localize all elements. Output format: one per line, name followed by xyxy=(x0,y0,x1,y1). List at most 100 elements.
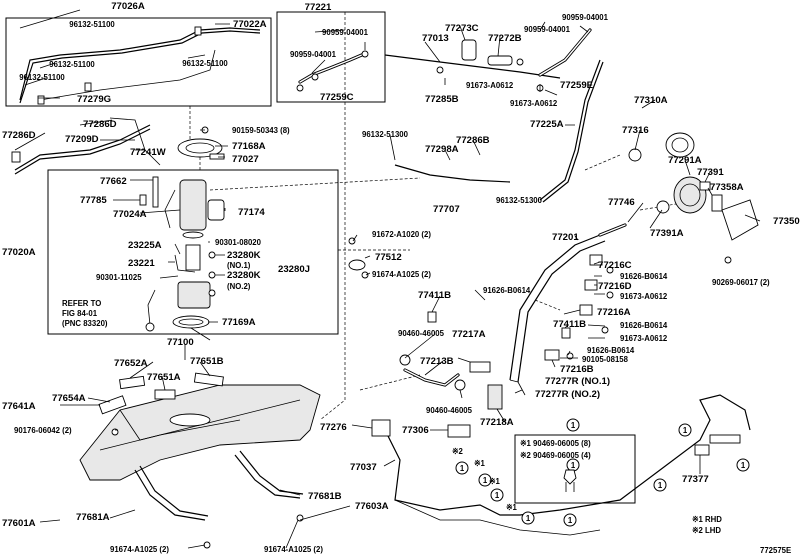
label-77225A: 77225A xyxy=(530,119,564,130)
filler-hose-77746 xyxy=(599,224,626,236)
cable-77037 xyxy=(394,499,601,536)
label-77216B: 77216B xyxy=(560,364,594,375)
clamp xyxy=(84,82,92,92)
label-77681A: 77681A xyxy=(76,512,110,523)
label-77100: 77100 xyxy=(167,337,194,348)
rod-77662 xyxy=(152,176,159,208)
pump-23221 xyxy=(185,244,201,271)
label-77213B: 77213B xyxy=(420,356,454,367)
label-90176-06042: 90176-06042 (2) xyxy=(14,426,72,435)
label-91672-A1020: 91672-A1020 (2) xyxy=(372,230,431,239)
pipe-77241W xyxy=(109,117,161,166)
label-91673-A0612: 91673-A0612 xyxy=(620,334,668,343)
label-77221: 77221 xyxy=(305,2,332,13)
cap-inner xyxy=(671,137,689,153)
label-77277R-no2: 77277R (NO.2) xyxy=(535,389,600,400)
label-23280J: 23280J xyxy=(278,264,310,275)
tube-77218A xyxy=(487,384,503,410)
clamp xyxy=(11,151,21,163)
callout-circle: 1 xyxy=(566,458,580,472)
label-90959-04001: 90959-04001 xyxy=(290,50,337,59)
label-96132-51100: 96132-51100 xyxy=(69,20,115,29)
callout-number: 1 xyxy=(571,461,576,470)
label-77310A: 77310A xyxy=(634,95,668,106)
callout-number: 1 xyxy=(683,426,688,435)
label-90959-04001: 90959-04001 xyxy=(322,28,369,37)
leader xyxy=(14,119,228,158)
vent-pipe xyxy=(39,49,216,101)
box-77020A xyxy=(47,169,339,335)
clip xyxy=(606,291,614,299)
clip xyxy=(311,73,319,81)
lid-77350 xyxy=(721,199,759,241)
label-77411B: 77411B xyxy=(553,319,586,330)
cable-77037 xyxy=(379,394,751,516)
label-77020A: 77020A xyxy=(2,247,36,258)
label-90301-11025: 90301-11025 xyxy=(96,273,142,282)
label-77169A: 77169A xyxy=(222,317,256,328)
label-91674-A1025: 91674-A1025 (2) xyxy=(110,545,169,554)
clamp xyxy=(37,95,45,105)
tank-ridge xyxy=(99,419,241,451)
pipe-77209D xyxy=(14,124,151,171)
label-no1: (NO.1) xyxy=(227,261,251,270)
clip xyxy=(516,58,524,66)
label-77217A: 77217A xyxy=(452,329,486,340)
callout-star: ※1 xyxy=(506,503,518,512)
callout-number: 1 xyxy=(495,491,500,500)
gasket-77169A xyxy=(172,315,210,329)
part-77027 xyxy=(209,153,225,160)
protector-77654A xyxy=(98,395,127,415)
label-77273C: 77273C xyxy=(445,23,479,34)
callout-circle: 1 xyxy=(736,458,750,472)
box-77026A xyxy=(5,17,272,107)
tube-77225A xyxy=(539,59,601,201)
label-77377: 77377 xyxy=(682,474,709,485)
strap-77681A xyxy=(139,465,209,517)
filter-23225A xyxy=(174,254,196,273)
label-77037: 77037 xyxy=(350,462,377,473)
leader-dashed xyxy=(584,154,621,171)
tube-77225A xyxy=(542,61,604,203)
callout-circle: 1 xyxy=(478,473,492,487)
label-77654A: 77654A xyxy=(52,393,86,404)
label-77391: 77391 xyxy=(697,167,724,178)
connector xyxy=(709,434,741,444)
label-no2: (NO.2) xyxy=(227,282,251,291)
callout-number: 1 xyxy=(568,516,573,525)
callout-number: 1 xyxy=(483,476,488,485)
callout-number: 1 xyxy=(571,421,576,430)
label-77286B: 77286B xyxy=(456,135,490,146)
label-23225A: 23225A xyxy=(128,240,162,251)
clip xyxy=(208,289,216,297)
vent-pipe xyxy=(19,30,261,104)
label-77272B: 77272B xyxy=(488,33,522,44)
label-77651B: 77651B xyxy=(190,356,224,367)
label-77259E: 77259E xyxy=(560,80,594,91)
label-23221: 23221 xyxy=(128,258,155,269)
clip xyxy=(606,266,614,274)
leader-dashed xyxy=(209,177,421,191)
tank-opening xyxy=(169,413,211,427)
label-91674-A1025: 91674-A1025 (2) xyxy=(264,545,323,554)
legend-box xyxy=(514,434,636,504)
leader xyxy=(352,234,606,368)
part-77217A xyxy=(469,361,491,373)
label-77027: 77027 xyxy=(232,154,259,165)
cap-77310A xyxy=(665,132,695,158)
clamp-90460 xyxy=(399,354,411,366)
label-91626-B0614: 91626-B0614 xyxy=(483,286,531,295)
pump-77174 xyxy=(207,199,225,221)
label-77358A: 77358A xyxy=(710,182,744,193)
part-77411B xyxy=(561,327,571,339)
fuel-tank-77100 xyxy=(79,384,321,481)
label-77785: 77785 xyxy=(80,195,107,206)
callout-circle: 1 xyxy=(521,511,535,525)
tank-ridge xyxy=(119,399,301,441)
clip xyxy=(296,84,304,92)
clip-icon xyxy=(563,469,577,485)
filler-pipe-77201 xyxy=(509,234,601,381)
part-77216A xyxy=(579,304,593,316)
label-77216D: 77216D xyxy=(598,281,632,292)
